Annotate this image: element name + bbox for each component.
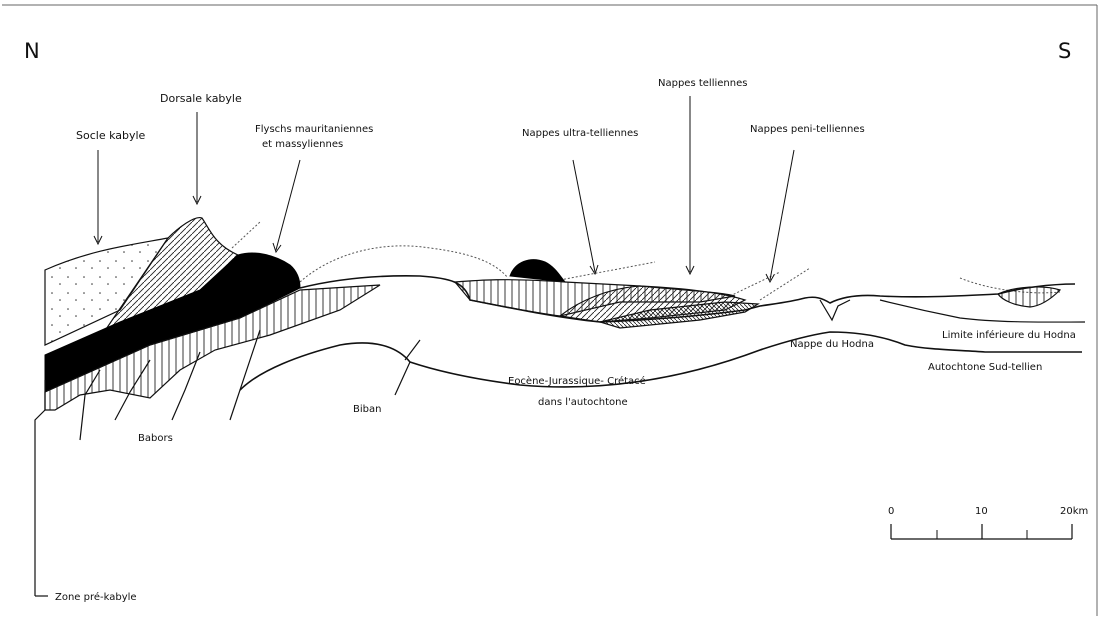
north-marker: N [24, 39, 40, 63]
label-zone-pre-kabyle: Zone pré-kabyle [55, 591, 137, 603]
label-eocene-2: dans l'autochtone [538, 397, 628, 408]
scale-bar: 0 10 20km [888, 506, 1088, 539]
hodna-lower-limit [880, 300, 1085, 322]
label-eocene-1: Eocène-Jurassique- Crétacé [508, 375, 646, 387]
scale-tick-20: 20km [1060, 506, 1088, 517]
scale-tick-0: 0 [888, 506, 894, 517]
label-autochtone: Autochtone Sud-tellien [928, 362, 1042, 373]
scale-tick-10: 10 [975, 506, 988, 517]
label-nappes-peni-telliennes: Nappes peni-telliennes [750, 124, 865, 135]
label-babors: Babors [138, 433, 173, 444]
label-nappes-ultra-telliennes: Nappes ultra-telliennes [522, 128, 638, 139]
label-flyschs-1: Flyschs mauritaniennes [255, 124, 373, 135]
label-limite-hodna: Limite inférieure du Hodna [942, 329, 1076, 341]
south-marker: S [1058, 39, 1071, 63]
label-dorsale-kabyle: Dorsale kabyle [160, 92, 242, 105]
label-nappe-du-hodna: Nappe du Hodna [790, 339, 874, 350]
label-nappes-telliennes: Nappes telliennes [658, 78, 747, 89]
label-biban: Biban [353, 404, 381, 415]
ultra-tellien-klippe [510, 260, 565, 282]
label-socle-kabyle: Socle kabyle [76, 129, 146, 142]
hodna-lens [998, 287, 1060, 307]
label-flyschs-2: et massyliennes [262, 139, 343, 150]
